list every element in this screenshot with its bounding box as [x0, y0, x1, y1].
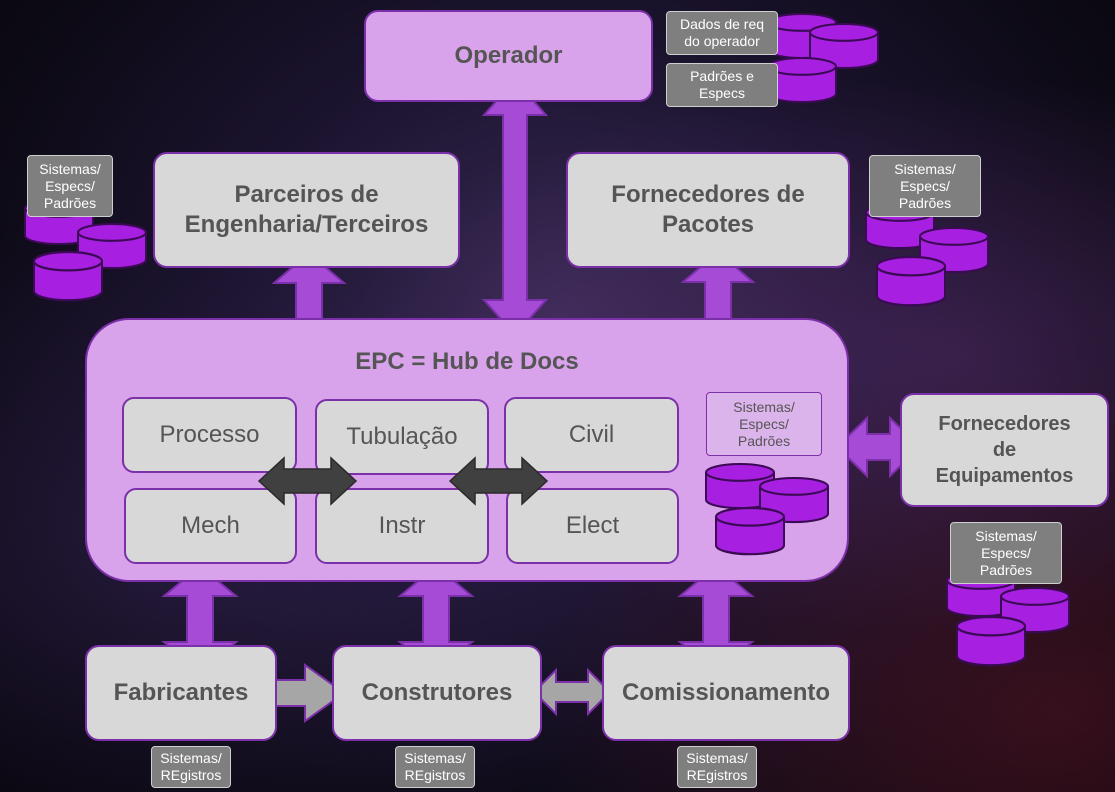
- discipline-tubulacao: Tubulação: [315, 399, 489, 475]
- database-icon-operador: [766, 12, 880, 104]
- discipline-label: Civil: [568, 421, 615, 448]
- label-pacotes-sistemas: Sistemas/ Especs/ Padrões: [869, 155, 981, 217]
- label-comissionamento-registros: Sistemas/ REgistros: [677, 746, 757, 788]
- database-icon-pacotes: [864, 202, 990, 307]
- discipline-label: Instr: [378, 512, 426, 539]
- construtores-label: Construtores: [361, 679, 513, 706]
- discipline-processo: Processo: [122, 397, 297, 473]
- discipline-civil: Civil: [504, 397, 679, 473]
- node-comissionamento: Comissionamento: [602, 645, 850, 741]
- node-operador: Operador: [364, 10, 653, 102]
- label-text: Dados de req do operador: [679, 16, 765, 49]
- discipline-label: Processo: [159, 421, 260, 448]
- discipline-elect: Elect: [506, 488, 679, 564]
- label-text: Sistemas/ REgistros: [404, 750, 466, 783]
- label-text: Sistemas/ Especs/ Padrões: [975, 527, 1037, 578]
- comissionamento-label: Comissionamento: [621, 679, 831, 706]
- label-operador-padroes: Padrões e Especs: [666, 63, 778, 107]
- database-icon-hub: [704, 462, 830, 556]
- discipline-label: Mech: [181, 512, 240, 539]
- label-parceiros-sistemas: Sistemas/ Especs/ Padrões: [27, 155, 113, 217]
- label-construtores-registros: Sistemas/ REgistros: [395, 746, 475, 788]
- arrow-discipline-right: [448, 456, 549, 506]
- label-text: Sistemas/ REgistros: [160, 750, 222, 783]
- label-text: Sistemas/ Especs/ Padrões: [733, 398, 795, 449]
- node-fornecedores-pacotes: Fornecedores de Pacotes: [566, 152, 850, 268]
- node-parceiros: Parceiros de Engenharia/Terceiros: [153, 152, 460, 268]
- discipline-instr: Instr: [315, 488, 489, 564]
- database-icon-equipamentos: [945, 570, 1071, 667]
- fornecedores-pacotes-label: Fornecedores de Pacotes: [611, 181, 805, 238]
- discipline-label: Elect: [565, 512, 620, 539]
- label-equipamentos-sistemas: Sistemas/ Especs/ Padrões: [950, 522, 1062, 584]
- label-text: Sistemas/ Especs/ Padrões: [894, 160, 956, 211]
- fabricantes-label: Fabricantes: [113, 679, 249, 706]
- discipline-label: Tubulação: [346, 423, 458, 450]
- hub-title: EPC = Hub de Docs: [355, 348, 579, 375]
- label-text: Sistemas/ Especs/ Padrões: [39, 160, 101, 211]
- label-text: Sistemas/ REgistros: [686, 750, 748, 783]
- node-construtores: Construtores: [332, 645, 542, 741]
- node-fabricantes: Fabricantes: [85, 645, 277, 741]
- label-fabricantes-registros: Sistemas/ REgistros: [151, 746, 231, 788]
- node-fornecedores-equipamentos: Fornecedores de Equipamentos: [900, 393, 1109, 507]
- operador-label: Operador: [454, 42, 563, 69]
- discipline-mech: Mech: [124, 488, 297, 564]
- parceiros-label: Parceiros de Engenharia/Terceiros: [184, 181, 429, 238]
- arrow-discipline-left: [257, 456, 358, 506]
- label-operador-req: Dados de req do operador: [666, 11, 778, 55]
- label-hub-sistemas: Sistemas/ Especs/ Padrões: [706, 392, 822, 456]
- label-text: Padrões e Especs: [690, 68, 754, 101]
- fornecedores-equipamentos-label: Fornecedores de Equipamentos: [935, 413, 1074, 487]
